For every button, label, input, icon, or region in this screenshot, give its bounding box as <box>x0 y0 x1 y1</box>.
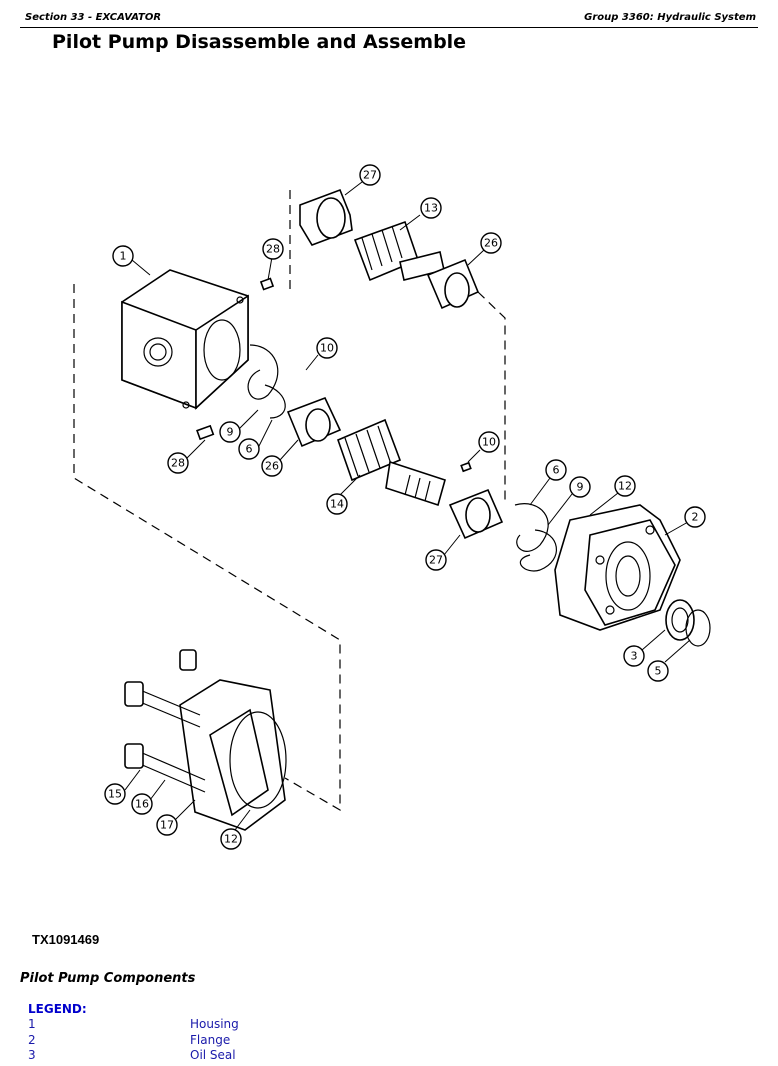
svg-text:10: 10 <box>482 436 496 449</box>
legend-number: 3 <box>28 1048 36 1062</box>
guide-line-left <box>73 284 341 812</box>
callout-28-top: 28 <box>262 238 284 260</box>
backup-ring-lower <box>519 529 558 572</box>
callout-26-left: 26 <box>261 455 283 477</box>
svg-text:1: 1 <box>120 250 127 263</box>
callout-16: 16 <box>131 793 153 815</box>
svg-text:14: 14 <box>330 498 344 511</box>
svg-text:10: 10 <box>320 342 334 355</box>
legend-heading: LEGEND: <box>28 1002 87 1016</box>
svg-text:27: 27 <box>429 554 443 567</box>
oil-seal-part <box>665 599 711 647</box>
svg-text:6: 6 <box>553 464 560 477</box>
callout-17: 17 <box>156 814 178 836</box>
callout-27-bottom: 27 <box>425 549 447 571</box>
legend-number: 1 <box>28 1017 36 1031</box>
legend-number: 2 <box>28 1032 36 1047</box>
callout-3: 3 <box>623 645 645 667</box>
cover-part <box>124 649 287 831</box>
pin-part-lower <box>196 424 215 441</box>
callout-12-bottom: 12 <box>220 828 242 850</box>
header-divider <box>20 27 758 28</box>
callout-2: 2 <box>684 506 706 528</box>
svg-text:9: 9 <box>227 426 234 439</box>
svg-text:12: 12 <box>618 480 632 493</box>
svg-text:26: 26 <box>265 460 279 473</box>
exploded-view-diagram: 1 2 3 5 6 6 9 9 10 10 12 12 13 14 15 16 … <box>73 164 711 850</box>
svg-text:6: 6 <box>246 443 253 456</box>
svg-text:9: 9 <box>577 481 584 494</box>
callout-9-left: 9 <box>219 421 241 443</box>
bushing-center <box>448 461 504 540</box>
components-heading: Pilot Pump Components <box>20 971 196 986</box>
legend-list: 1 Housing 2 Flange 3 Oil Seal <box>28 1017 428 1064</box>
section-header: Section 33 - EXCAVATOR <box>25 12 162 23</box>
svg-text:28: 28 <box>266 243 280 256</box>
svg-text:28: 28 <box>171 457 185 470</box>
callout-27-top: 27 <box>359 164 381 186</box>
svg-text:17: 17 <box>160 819 174 832</box>
callout-9-right: 9 <box>569 476 591 498</box>
callout-6-right: 6 <box>545 459 567 481</box>
pin-part <box>259 277 275 291</box>
gear-top <box>353 220 445 282</box>
svg-text:12: 12 <box>224 833 238 846</box>
guide-line-right <box>477 291 506 505</box>
legend-name: Flange <box>190 1032 231 1047</box>
callout-12-top: 12 <box>614 475 636 497</box>
legend-name: Oil Seal <box>190 1048 236 1062</box>
legend-item: 2 Flange <box>28 1033 428 1049</box>
shaft-gear <box>336 418 446 507</box>
svg-text:26: 26 <box>484 237 498 250</box>
figure-code: TX1091469 <box>32 932 100 947</box>
legend-name: Housing <box>190 1017 239 1031</box>
callout-5: 5 <box>647 660 669 682</box>
callout-14: 14 <box>326 493 348 515</box>
bushing-top <box>299 188 353 246</box>
legend-item: 3 Oil Seal <box>28 1048 428 1064</box>
bushing-right <box>426 258 480 310</box>
svg-text:15: 15 <box>108 788 122 801</box>
callout-15: 15 <box>104 783 126 805</box>
svg-text:13: 13 <box>424 202 438 215</box>
callout-10-right: 10 <box>478 431 500 453</box>
svg-text:16: 16 <box>135 798 149 811</box>
page-title: Pilot Pump Disassemble and Assemble <box>52 31 467 53</box>
svg-text:2: 2 <box>692 511 699 524</box>
seal-ring-lower <box>514 503 549 552</box>
callout-26-top: 26 <box>480 232 502 254</box>
svg-text:27: 27 <box>363 169 377 182</box>
housing-part <box>121 269 249 410</box>
backup-ring-upper <box>264 384 286 419</box>
group-header: Group 3360: Hydraulic System <box>584 12 756 23</box>
callout-28-bottom: 28 <box>167 452 189 474</box>
callout-10-left: 10 <box>316 337 338 359</box>
svg-text:5: 5 <box>655 665 662 678</box>
seal-ring-upper <box>247 344 279 400</box>
bushing-lower <box>286 396 342 448</box>
callout-6-left: 6 <box>238 438 260 460</box>
legend-item: 1 Housing <box>28 1017 428 1033</box>
svg-text:3: 3 <box>631 650 638 663</box>
callout-13: 13 <box>420 197 442 219</box>
callout-1: 1 <box>112 245 134 267</box>
flange-part <box>554 504 681 631</box>
